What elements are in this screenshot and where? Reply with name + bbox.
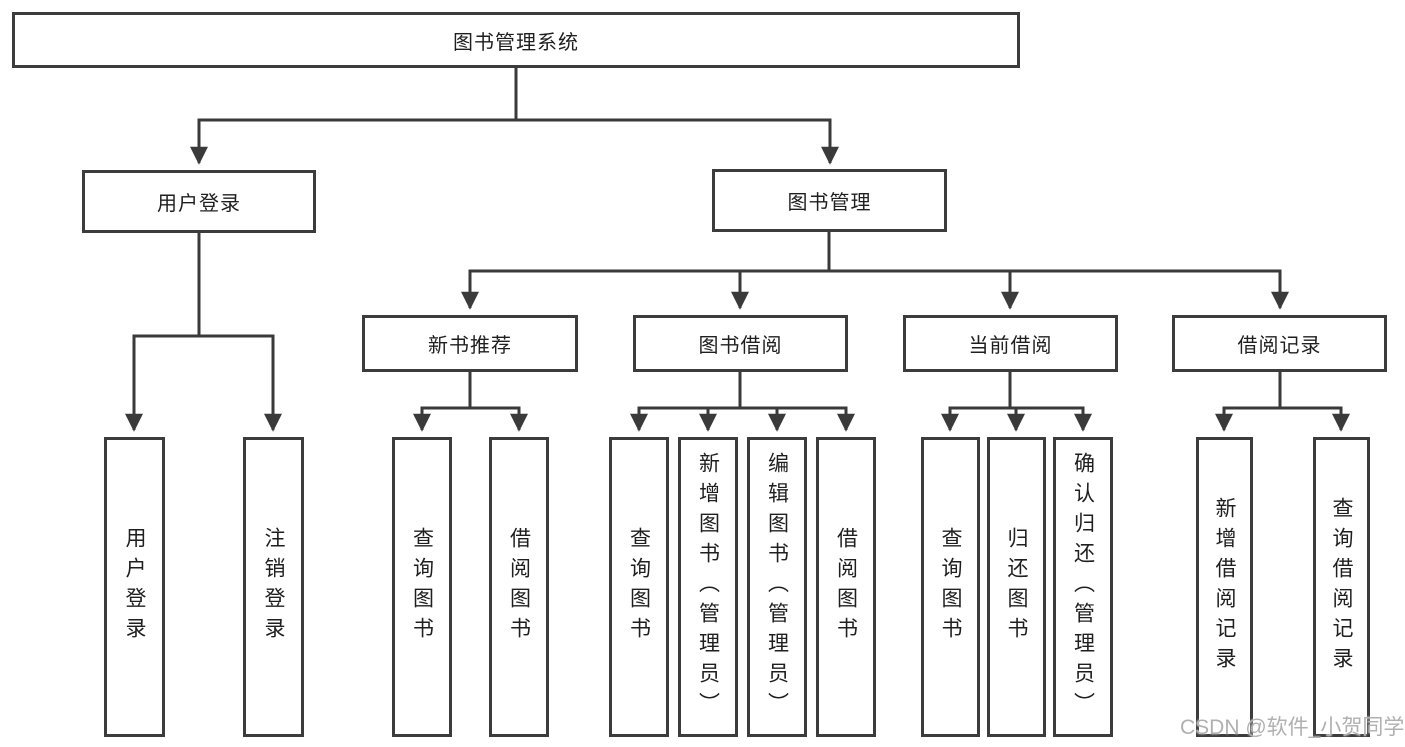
node-new-book-recommend: 新书推荐 — [362, 315, 578, 372]
node-label: 注销登录 — [262, 527, 285, 647]
node-label: 借阅图书 — [507, 527, 531, 647]
node-label: 新增借阅记录 — [1213, 497, 1236, 677]
node-user-login-module: 用户登录 — [82, 170, 316, 233]
node-label: 查询图书 — [939, 527, 962, 647]
leaf-logout: 注销登录 — [243, 437, 304, 737]
leaf-user-login: 用户登录 — [104, 437, 165, 737]
leaf-query-borrow-record: 查询借阅记录 — [1313, 437, 1370, 737]
node-book-borrowing: 图书借阅 — [633, 315, 848, 372]
leaf-borrow-books-recommend: 借阅图书 — [489, 437, 549, 737]
leaf-query-books-current: 查询图书 — [921, 437, 980, 737]
node-label: 确认归还（管理员） — [1071, 452, 1095, 722]
node-label: 新增图书（管理员） — [696, 452, 720, 722]
node-label: 查询借阅记录 — [1330, 497, 1353, 677]
node-label: 当前借阅 — [968, 335, 1053, 357]
node-label: 图书管理 — [787, 192, 872, 214]
node-label: 图书借阅 — [698, 335, 783, 357]
leaf-confirm-return-admin: 确认归还（管理员） — [1053, 437, 1113, 737]
node-book-management-module: 图书管理 — [712, 169, 947, 232]
leaf-query-books-recommend: 查询图书 — [392, 437, 452, 737]
leaf-return-books: 归还图书 — [987, 437, 1046, 737]
leaf-add-books-admin: 新增图书（管理员） — [678, 437, 738, 737]
leaf-query-books-borrowing: 查询图书 — [609, 437, 669, 737]
node-label: 用户登录 — [157, 193, 241, 215]
leaf-edit-books-admin: 编辑图书（管理员） — [747, 437, 807, 737]
node-current-borrowing: 当前借阅 — [903, 315, 1118, 372]
csdn-watermark: CSDN @软件_小贺同学 — [1180, 716, 1405, 739]
leaf-borrow-books-borrowing: 借阅图书 — [816, 437, 876, 737]
node-label: 查询图书 — [627, 527, 651, 647]
node-borrowing-records: 借阅记录 — [1172, 315, 1387, 372]
node-label: 借阅记录 — [1237, 335, 1322, 357]
node-label: 新书推荐 — [428, 335, 512, 357]
node-label: 归还图书 — [1005, 527, 1028, 647]
node-label: 图书管理系统 — [453, 31, 579, 54]
node-library-management-system: 图书管理系统 — [12, 12, 1020, 68]
node-label: 编辑图书（管理员） — [765, 452, 789, 722]
node-label: 查询图书 — [410, 527, 434, 647]
node-label: 借阅图书 — [834, 527, 858, 647]
node-label: 用户登录 — [123, 527, 146, 647]
leaf-add-borrow-record: 新增借阅记录 — [1196, 437, 1253, 737]
